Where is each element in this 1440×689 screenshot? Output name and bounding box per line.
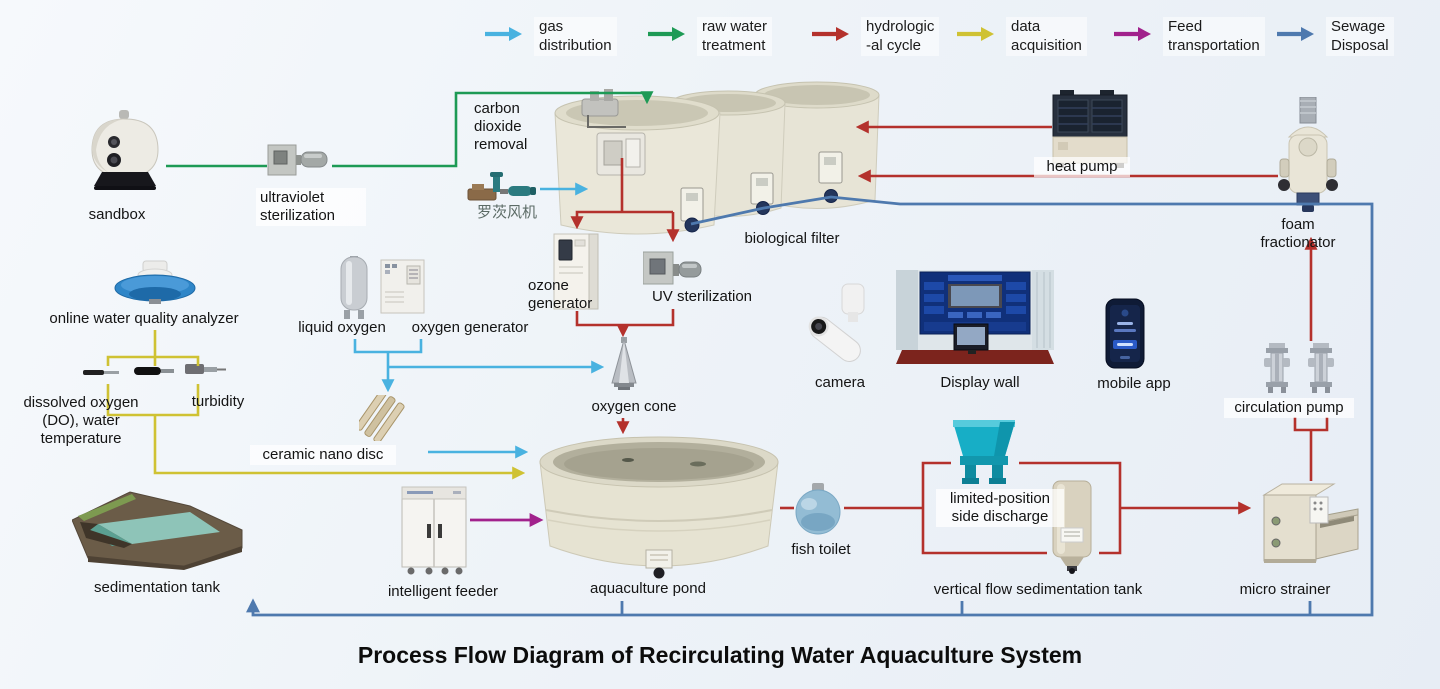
liquid-oxygen-icon — [337, 256, 371, 325]
data-acquisition-arrow-icon — [957, 27, 994, 41]
oxygen-cone-icon — [607, 337, 641, 396]
circulation-pump-icon — [1258, 343, 1346, 402]
oxygen-generator-icon — [380, 258, 426, 321]
sandbox-label: sandbox — [88, 206, 146, 223]
micro-strainer-icon — [1254, 479, 1364, 582]
camera-icon — [808, 282, 870, 379]
legend-item-hydrological-cycle: hydrologic -al cycle — [812, 17, 940, 57]
biological-filter-icon — [548, 75, 948, 250]
foam-fractionator-label: foam fractionator — [1260, 216, 1336, 251]
legend-label: Sewage Disposal — [1326, 17, 1394, 57]
legend-item-feed-transportation: Feed transportation — [1114, 17, 1265, 57]
carbon-dioxide-removal-label: carbon dioxide removal — [474, 100, 528, 153]
legend-label: raw water treatment — [697, 17, 773, 57]
legend-label: data acquisition — [1006, 17, 1087, 57]
fish-toilet-icon — [791, 480, 845, 541]
sandbox-icon — [86, 110, 164, 199]
turbidity-label: turbidity — [191, 393, 245, 410]
vertical-flow-sedimentation-tank-label: vertical flow sedimentation tank — [933, 581, 1143, 598]
ultraviolet-sterilization-icon — [267, 142, 331, 183]
intelligent-feeder-label: intelligent feeder — [387, 583, 499, 600]
legend-item-sewage-disposal: Sewage Disposal — [1277, 17, 1394, 57]
water-quality-analyzer-icon — [113, 260, 197, 309]
diagram-title: Process Flow Diagram of Recirculating Wa… — [357, 642, 1083, 668]
sedimentation-tank-icon — [71, 486, 244, 575]
display-wall-label: Display wall — [940, 374, 1020, 391]
water-quality-analyzer-label: online water quality analyzer — [49, 310, 239, 327]
fish-toilet-label: fish toilet — [791, 541, 851, 558]
uv-sterilization-label: UV sterilization — [651, 288, 753, 305]
intelligent-feeder-icon — [401, 486, 469, 581]
ceramic-nano-disc-label: ceramic nano disc — [250, 445, 396, 465]
do-probe-icon — [83, 365, 121, 384]
legend-item-raw-water-treatment: raw water treatment — [648, 17, 773, 57]
turbidity-probe-icon — [185, 359, 227, 382]
do-water-temperature-label: dissolved oxygen (DO), water temperature — [23, 394, 139, 447]
heat-pump-label: heat pump — [1034, 157, 1130, 177]
legend-label: hydrologic -al cycle — [861, 17, 940, 57]
limited-position-discharge-label: limited-position side discharge — [936, 489, 1064, 527]
hydrological-arrow-icon — [812, 27, 849, 41]
biological-filter-label: biological filter — [744, 230, 840, 247]
aquaculture-pond-icon — [538, 434, 780, 585]
uv-sterilization-icon — [642, 250, 703, 293]
temperature-probe-icon — [134, 362, 176, 383]
legend-label: Feed transportation — [1163, 17, 1265, 57]
limited-position-discharge-icon — [950, 420, 1018, 491]
camera-label: camera — [814, 374, 866, 391]
mobile-app-icon — [1104, 298, 1146, 375]
aquaculture-pond-label: aquaculture pond — [590, 580, 706, 597]
raw-water-arrow-icon — [648, 27, 685, 41]
display-wall-icon — [896, 270, 1054, 371]
foam-fractionator-icon — [1276, 96, 1340, 220]
liquid-oxygen-label: liquid oxygen — [298, 319, 386, 336]
ultraviolet-sterilization-label: ultraviolet sterilization — [256, 188, 366, 226]
micro-strainer-label: micro strainer — [1239, 581, 1331, 598]
legend-item-data-acquisition: data acquisition — [957, 17, 1087, 57]
roots-blower-label: 罗茨风机 — [476, 204, 537, 221]
oxygen-cone-label: oxygen cone — [591, 398, 677, 415]
sewage-arrow-icon — [1277, 27, 1314, 41]
ceramic-nano-disc-icon — [355, 389, 405, 446]
oxygen-generator-label: oxygen generator — [411, 319, 529, 336]
mobile-app-label: mobile app — [1097, 375, 1171, 392]
legend-item-gas-distribution: gas distribution — [485, 17, 617, 57]
gas-distribution-arrow-icon — [485, 27, 522, 41]
sedimentation-tank-label: sedimentation tank — [94, 579, 220, 596]
feed-arrow-icon — [1114, 27, 1151, 41]
ozone-generator-label: ozone generator — [528, 277, 593, 312]
legend-label: gas distribution — [534, 17, 617, 57]
circulation-pump-label: circulation pump — [1224, 398, 1354, 418]
